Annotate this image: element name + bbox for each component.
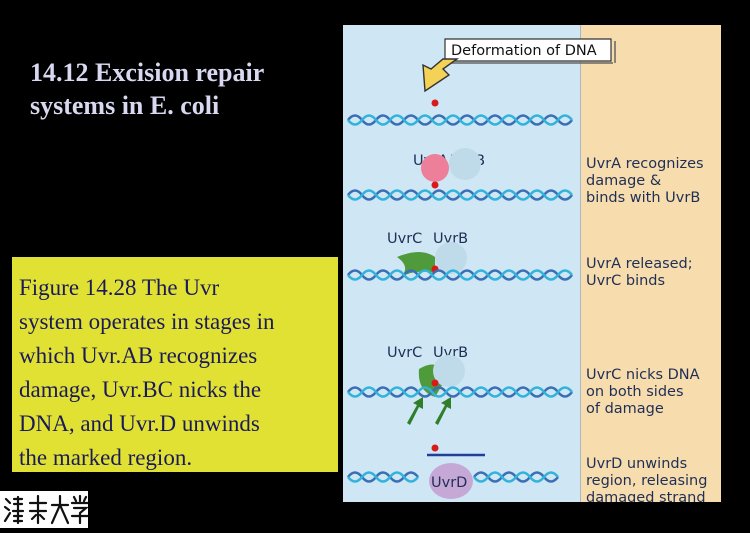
uvra-protein bbox=[421, 154, 449, 182]
damage-mark-4 bbox=[431, 379, 439, 387]
caption-line-2: system operates in stages in bbox=[19, 309, 275, 334]
title-line-2: systems in E. coli bbox=[30, 91, 220, 120]
stage-1-line-1: UvrA recognizes bbox=[586, 156, 704, 172]
stage-3-description: UvrC nicks DNA on both sides of damage bbox=[586, 367, 700, 417]
slide-title: 14.12 Excision repair systems in E. coli bbox=[30, 56, 340, 122]
title-line-1: 14.12 Excision repair bbox=[30, 58, 265, 87]
label-uvrd: UvrD bbox=[431, 475, 467, 491]
label-uvrc-2: UvrC bbox=[387, 345, 422, 361]
uvrd-protein bbox=[429, 463, 473, 499]
callout-label: Deformation of DNA bbox=[451, 43, 597, 59]
stage-3-line-1: UvrC nicks DNA bbox=[586, 367, 700, 383]
damage-mark-2 bbox=[431, 181, 439, 189]
dna-helix-stage-1 bbox=[346, 114, 574, 126]
stage-3-line-3: of damage bbox=[586, 401, 664, 417]
dna-helix-stage-3 bbox=[346, 269, 574, 281]
dna-helix-stage-5 bbox=[346, 471, 560, 483]
caption-line-3: which Uvr.AB recognizes bbox=[19, 343, 258, 368]
stage-4-line-1: UvrD unwinds bbox=[586, 456, 687, 472]
caption-line-1: Figure 14.28 The Uvr bbox=[19, 275, 220, 300]
stage-1-line-3: binds with UvrB bbox=[586, 190, 700, 206]
caption-line-5: DNA, and Uvr.D unwinds bbox=[19, 411, 260, 436]
stage-4-description: UvrD unwinds region, releasing damaged s… bbox=[586, 456, 707, 502]
nick-arrow-left-icon bbox=[407, 397, 423, 425]
label-uvrb-2: UvrB bbox=[433, 231, 468, 247]
uvr-repair-figure: Deformation of DNA UvrA UvrB UvrC UvrB bbox=[343, 25, 721, 502]
uvrb-protein-1 bbox=[449, 148, 481, 180]
stage-3-line-2: on both sides bbox=[586, 384, 684, 400]
stage-description-panel bbox=[581, 25, 721, 502]
stage-4-line-2: region, releasing bbox=[586, 473, 707, 489]
nick-arrows bbox=[407, 397, 451, 425]
dna-helix-stage-4 bbox=[346, 386, 574, 398]
caption-line-6: the marked region. bbox=[19, 445, 193, 470]
university-logo bbox=[0, 491, 90, 528]
stage-1-line-2: damage & bbox=[586, 173, 661, 189]
stage-2-line-1: UvrA released; bbox=[586, 256, 693, 272]
figure-caption-box: Figure 14.28 The Uvr system operates in … bbox=[12, 257, 338, 472]
stage-2-description: UvrA released; UvrC binds bbox=[586, 256, 693, 289]
dna-helix-stage-2 bbox=[346, 189, 574, 201]
stage-2-line-2: UvrC binds bbox=[586, 273, 665, 289]
uvrb-protein-3 bbox=[433, 355, 465, 387]
deformation-callout: Deformation of DNA bbox=[422, 38, 616, 93]
nick-arrow-right-icon bbox=[435, 397, 451, 425]
stage-4-line-3: damaged strand bbox=[586, 490, 706, 502]
label-uvrc-1: UvrC bbox=[387, 231, 422, 247]
stage-1-description: UvrA recognizes damage & binds with UvrB bbox=[586, 156, 704, 206]
damage-mark-1 bbox=[431, 99, 439, 107]
caption-line-4: damage, Uvr.BC nicks the bbox=[19, 377, 262, 402]
panel-divider bbox=[580, 25, 581, 502]
damage-mark-5 bbox=[431, 444, 439, 452]
callout-arrow-icon bbox=[422, 58, 460, 93]
uvrb-protein-2 bbox=[435, 242, 467, 274]
